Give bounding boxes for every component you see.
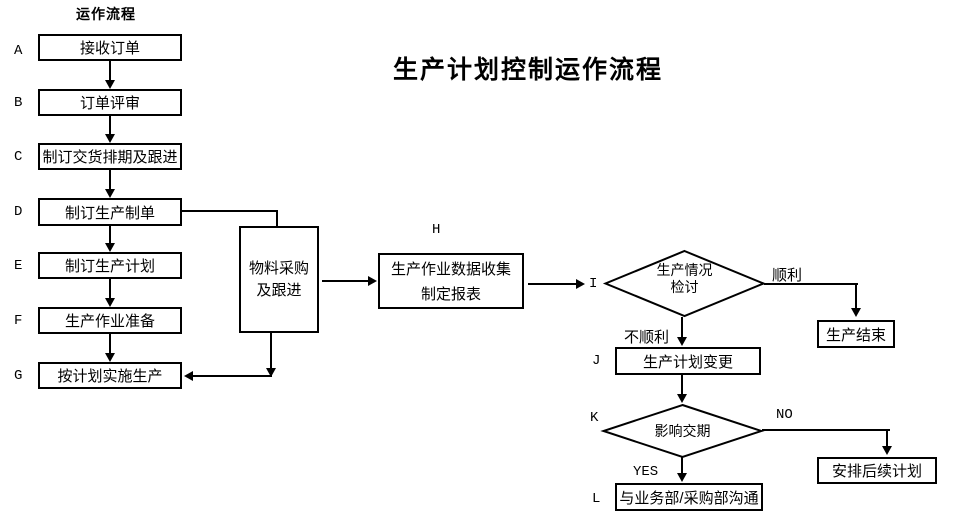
step-box-operation-prep: 生产作业准备 [38, 307, 182, 334]
line-i-to-j [681, 317, 683, 337]
step-letter-f: F [14, 313, 23, 329]
arrowhead-into-l-icon [677, 473, 687, 482]
step-letter-b: B [14, 95, 23, 111]
branch-label-smooth: 顺利 [772, 267, 803, 284]
arrowhead-c-d-icon [105, 189, 115, 198]
arrowhead-d-e-icon [105, 243, 115, 252]
arrowhead-into-k-icon [677, 394, 687, 403]
material-purchase-line2: 及跟进 [256, 281, 302, 299]
line-h-to-i [528, 283, 576, 285]
step-letter-a: A [14, 43, 23, 59]
line-a-b [109, 61, 111, 80]
decision-k-text: 影响交期 [654, 423, 711, 439]
decision-i-text: 生产情况 检讨 [604, 262, 765, 296]
arrowhead-b-c-icon [105, 134, 115, 143]
material-purchase-box: 物料采购 及跟进 [239, 226, 319, 333]
end-box-production-finished: 生产结束 [817, 320, 895, 348]
arrowhead-into-followup-icon [882, 446, 892, 455]
step-box-receive-order: 接收订单 [38, 34, 182, 61]
line-material-to-h [322, 280, 368, 282]
line-k-to-l [681, 457, 683, 473]
arrowhead-f-g-icon [105, 353, 115, 362]
followup-box-arrange-plan: 安排后续计划 [817, 457, 937, 484]
line-d-to-material-h [182, 210, 278, 212]
step-letter-k: K [590, 410, 599, 426]
decision-i-line1: 生产情况 [656, 262, 713, 278]
step-box-order-review: 订单评审 [38, 89, 182, 116]
line-k-no-h [762, 429, 890, 431]
page-title: 生产计划控制运作流程 [392, 56, 663, 84]
column-header: 运作流程 [76, 6, 136, 22]
branch-label-yes: YES [633, 464, 659, 480]
step-letter-i: I [589, 276, 598, 292]
line-material-down [270, 333, 272, 368]
j-box-plan-change: 生产计划变更 [615, 347, 761, 375]
l-box-communicate: 与业务部/采购部沟通 [615, 483, 763, 511]
arrowhead-into-j-icon [677, 337, 687, 346]
arrowhead-into-g-icon [184, 371, 193, 381]
branch-label-no: NO [776, 407, 793, 423]
step-letter-e: E [14, 258, 23, 274]
arrowhead-into-h-icon [368, 276, 377, 286]
line-d-e [109, 226, 111, 243]
step-box-execute-production: 按计划实施生产 [38, 362, 182, 389]
line-c-d [109, 170, 111, 189]
h-box-data-collection: 生产作业数据收集 制定报表 [378, 253, 524, 309]
arrowhead-into-end-icon [851, 308, 861, 317]
line-k-no-v [886, 429, 888, 446]
decision-diamond-i [602, 249, 767, 318]
decision-i-line2: 检讨 [670, 279, 699, 295]
line-f-g [109, 334, 111, 353]
line-i-smooth-h [764, 283, 858, 285]
step-letter-d: D [14, 204, 23, 220]
arrowhead-a-b-icon [105, 80, 115, 89]
step-letter-c: C [14, 149, 23, 165]
h-box-line1: 生产作业数据收集 [390, 261, 511, 279]
arrowhead-material-down-icon [266, 368, 276, 377]
branch-label-not-smooth: 不顺利 [624, 329, 670, 346]
line-d-to-material-v [276, 210, 278, 226]
step-box-production-plan: 制订生产计划 [38, 252, 182, 279]
step-letter-j: J [592, 353, 601, 369]
h-box-line2: 制定报表 [420, 285, 481, 303]
line-b-c [109, 116, 111, 134]
line-i-smooth-v [855, 283, 857, 308]
material-purchase-line1: 物料采购 [248, 259, 309, 277]
arrowhead-into-i-icon [576, 279, 585, 289]
step-box-delivery-schedule: 制订交货排期及跟进 [38, 143, 182, 170]
step-letter-h: H [432, 222, 441, 238]
step-letter-l: L [592, 491, 601, 507]
line-j-to-k [681, 375, 683, 394]
line-e-f [109, 279, 111, 298]
arrowhead-e-f-icon [105, 298, 115, 307]
step-box-production-sheet: 制订生产制单 [38, 198, 182, 226]
step-letter-g: G [14, 368, 23, 384]
line-material-to-g [193, 375, 272, 377]
